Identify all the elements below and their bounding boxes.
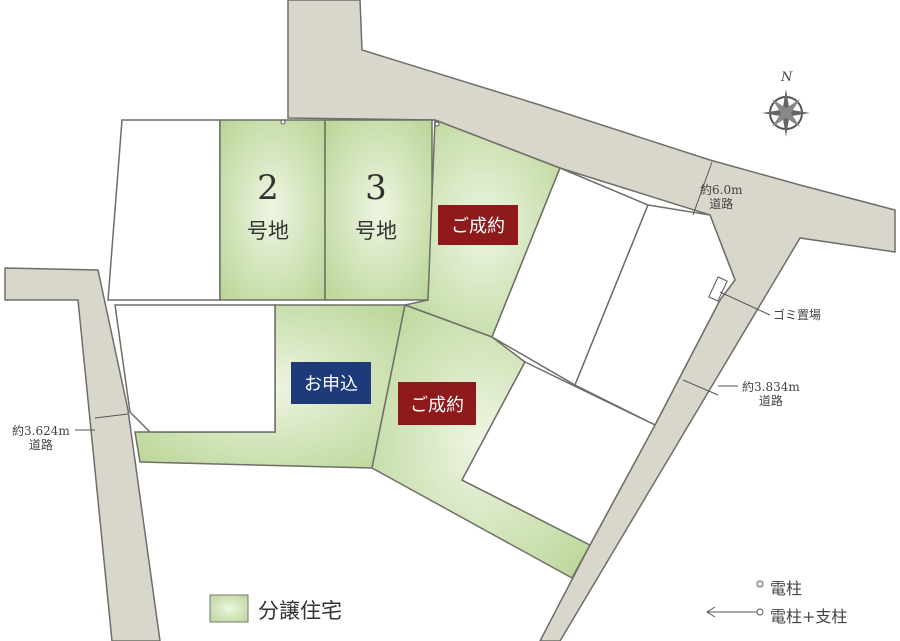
road-label: 道路 xyxy=(28,438,53,452)
pole-icon xyxy=(434,121,440,127)
lot-2-number: 2 xyxy=(257,168,279,208)
legend-pole-label: 電柱 xyxy=(770,579,803,598)
road-width: 約6.0m xyxy=(700,183,743,197)
pole-icon xyxy=(280,119,286,125)
status-badge-sold: ご成約 xyxy=(438,205,518,245)
pole-support-legend-icon xyxy=(756,608,764,616)
road-width-label: 約3.624m 道路 xyxy=(12,424,70,452)
leader-line xyxy=(719,291,771,316)
dimension-3624 xyxy=(94,413,129,419)
status-badge-sold: ご成約 xyxy=(398,382,476,425)
pole-legend-icon xyxy=(756,580,764,588)
lot-white-4 xyxy=(574,204,736,427)
compass-north-label: N xyxy=(781,70,793,85)
road-north xyxy=(287,0,896,641)
lot-3-suffix: 号地 xyxy=(355,219,397,243)
status-badge-applied: お申込 xyxy=(291,362,371,404)
road-label: 道路 xyxy=(758,394,783,408)
dimension-6m xyxy=(692,161,713,216)
legend-swatch xyxy=(209,594,249,623)
road-width-label: 約6.0m 道路 xyxy=(700,183,742,211)
lot-3 xyxy=(324,119,433,301)
compass-icon xyxy=(762,89,810,137)
arrow-head xyxy=(706,606,716,618)
lot-2-suffix: 号地 xyxy=(247,219,289,243)
garbage-area xyxy=(708,276,728,302)
lot-white-5 xyxy=(460,361,657,546)
garbage-label: ゴミ置場 xyxy=(773,308,822,322)
lot-white-1 xyxy=(107,119,221,301)
lot-white-2 xyxy=(114,304,276,433)
legend-subdivision-label: 分譲住宅 xyxy=(258,599,342,623)
road-width: 約3.834m xyxy=(742,380,800,394)
legend-pole-support-label: 電柱+支柱 xyxy=(770,607,848,626)
road-label: 道路 xyxy=(709,197,734,211)
road-west xyxy=(4,267,161,641)
road-width: 約3.624m xyxy=(12,424,70,438)
dimension-3834 xyxy=(682,379,719,396)
lot-3-number: 3 xyxy=(365,168,387,208)
lot-2 xyxy=(219,119,326,301)
road-width-label: 約3.834m 道路 xyxy=(742,380,800,408)
